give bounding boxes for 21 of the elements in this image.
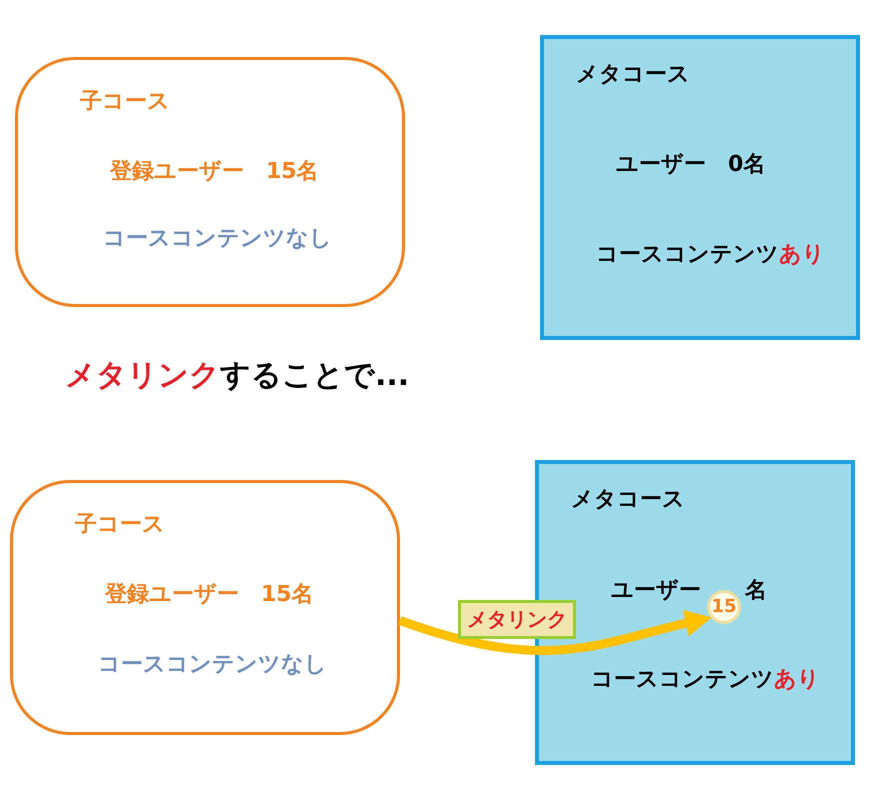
number-circle [707,590,741,624]
course-box [15,57,405,307]
info-text: コースコンテンツあり [591,667,820,694]
info-text: コースコンテンツなし [98,652,327,678]
meta-course-box [540,35,860,340]
info-text: 登録ユーザー 15名 [110,159,319,186]
info-text: 名 [745,578,767,604]
caption-text: メタリンクすることで... [65,357,410,395]
info-text: コースコンテンツあり [596,242,825,268]
info-text: コースコンテンツなし [103,226,332,252]
course-box [10,480,400,735]
heading-text: 子コース [75,512,165,538]
edge-label: メタリンク [458,600,576,639]
curved-arrow [398,610,712,655]
info-text: 登録ユーザー 15名 [105,582,314,608]
number-text: 15 [711,596,737,618]
info-text: ユーザー 0名 [616,152,766,178]
heading-text: 子コース [80,89,170,116]
info-text: ユーザー [611,578,701,604]
heading-text: メタコース [576,62,690,88]
heading-text: メタコース [571,487,685,514]
